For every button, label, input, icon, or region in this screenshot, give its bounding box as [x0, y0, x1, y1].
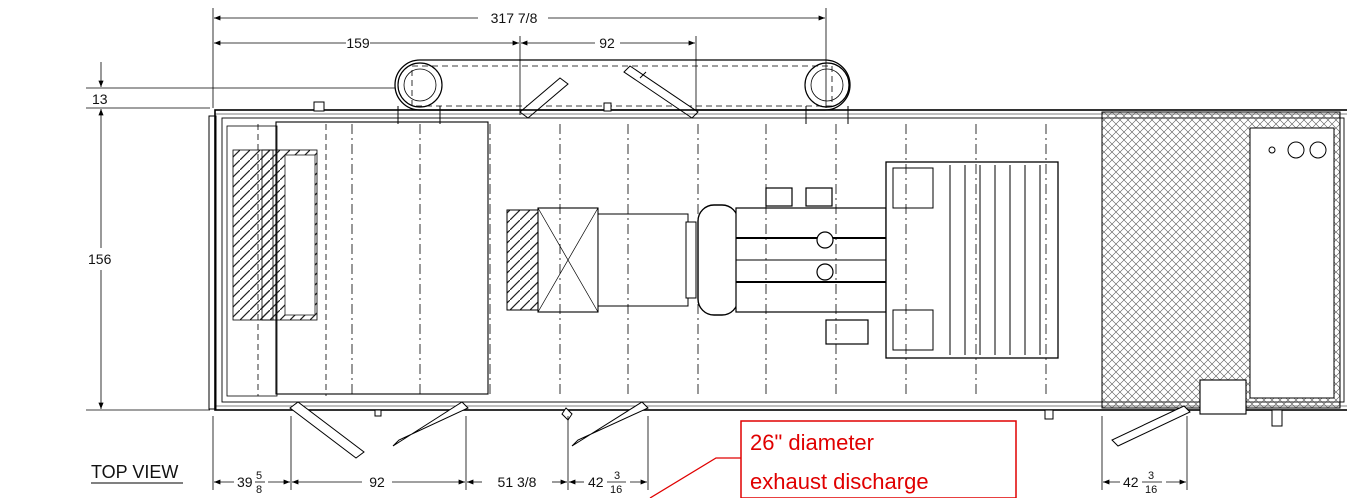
dimension-overall-width: 156: [86, 109, 210, 411]
engine-block: [697, 187, 887, 345]
bottom-last-denominator: 16: [1145, 484, 1157, 496]
bottom-first-numerator: 5: [256, 470, 262, 482]
top-offset-label: 13: [92, 91, 108, 107]
bottom-doors: [289, 401, 1191, 459]
bottom-second-label: 92: [369, 474, 385, 490]
dimension-bottom-second: 92: [292, 474, 465, 490]
bottom-fourth-numerator: 3: [614, 470, 620, 482]
dimension-top-offset: 13: [86, 62, 395, 109]
dimension-bottom-last: 42 3 16: [1103, 470, 1186, 496]
bottom-fourth-whole: 42: [588, 474, 604, 490]
dimension-bottom-first: 39 5 8: [214, 470, 290, 496]
frame-members: [351, 124, 1047, 398]
dimension-top-left-segment: 159: [214, 35, 521, 115]
bottom-last-numerator: 3: [1148, 470, 1154, 482]
top-middle-segment-label: 92: [599, 35, 615, 51]
bottom-last-whole: 42: [1123, 474, 1139, 490]
view-label-group: TOP VIEW: [91, 462, 183, 484]
overall-width-label: 156: [88, 251, 112, 267]
bottom-extension-lines: [212, 416, 1188, 490]
bottom-fourth-denominator: 16: [610, 484, 622, 496]
exhaust-callout: 26" diameter exhaust discharge: [649, 420, 1017, 499]
dimension-top-middle-segment: 92: [521, 35, 697, 115]
louver-section: [1101, 111, 1341, 427]
bottom-first-denominator: 8: [256, 484, 262, 496]
callout-line-2: exhaust discharge: [750, 469, 929, 494]
view-label: TOP VIEW: [91, 462, 178, 482]
overall-length-label: 317 7/8: [491, 10, 538, 26]
top-door-right: [623, 65, 699, 119]
dimension-bottom-fourth: 42 3 16: [569, 470, 647, 496]
bottom-third-label: 51 3/8: [498, 474, 537, 490]
radiator-section: [226, 121, 489, 397]
cooling-module: [885, 161, 1059, 359]
dimension-bottom-third: 51 3/8: [467, 474, 567, 490]
generator: [506, 207, 697, 313]
bottom-first-whole: 39: [237, 474, 253, 490]
callout-line-1: 26" diameter: [750, 430, 874, 455]
dimension-overall-length: 317 7/8: [212, 8, 827, 108]
top-left-segment-label: 159: [346, 35, 370, 51]
exhaust-silencer: [394, 59, 851, 124]
top-door-left: [519, 77, 569, 119]
